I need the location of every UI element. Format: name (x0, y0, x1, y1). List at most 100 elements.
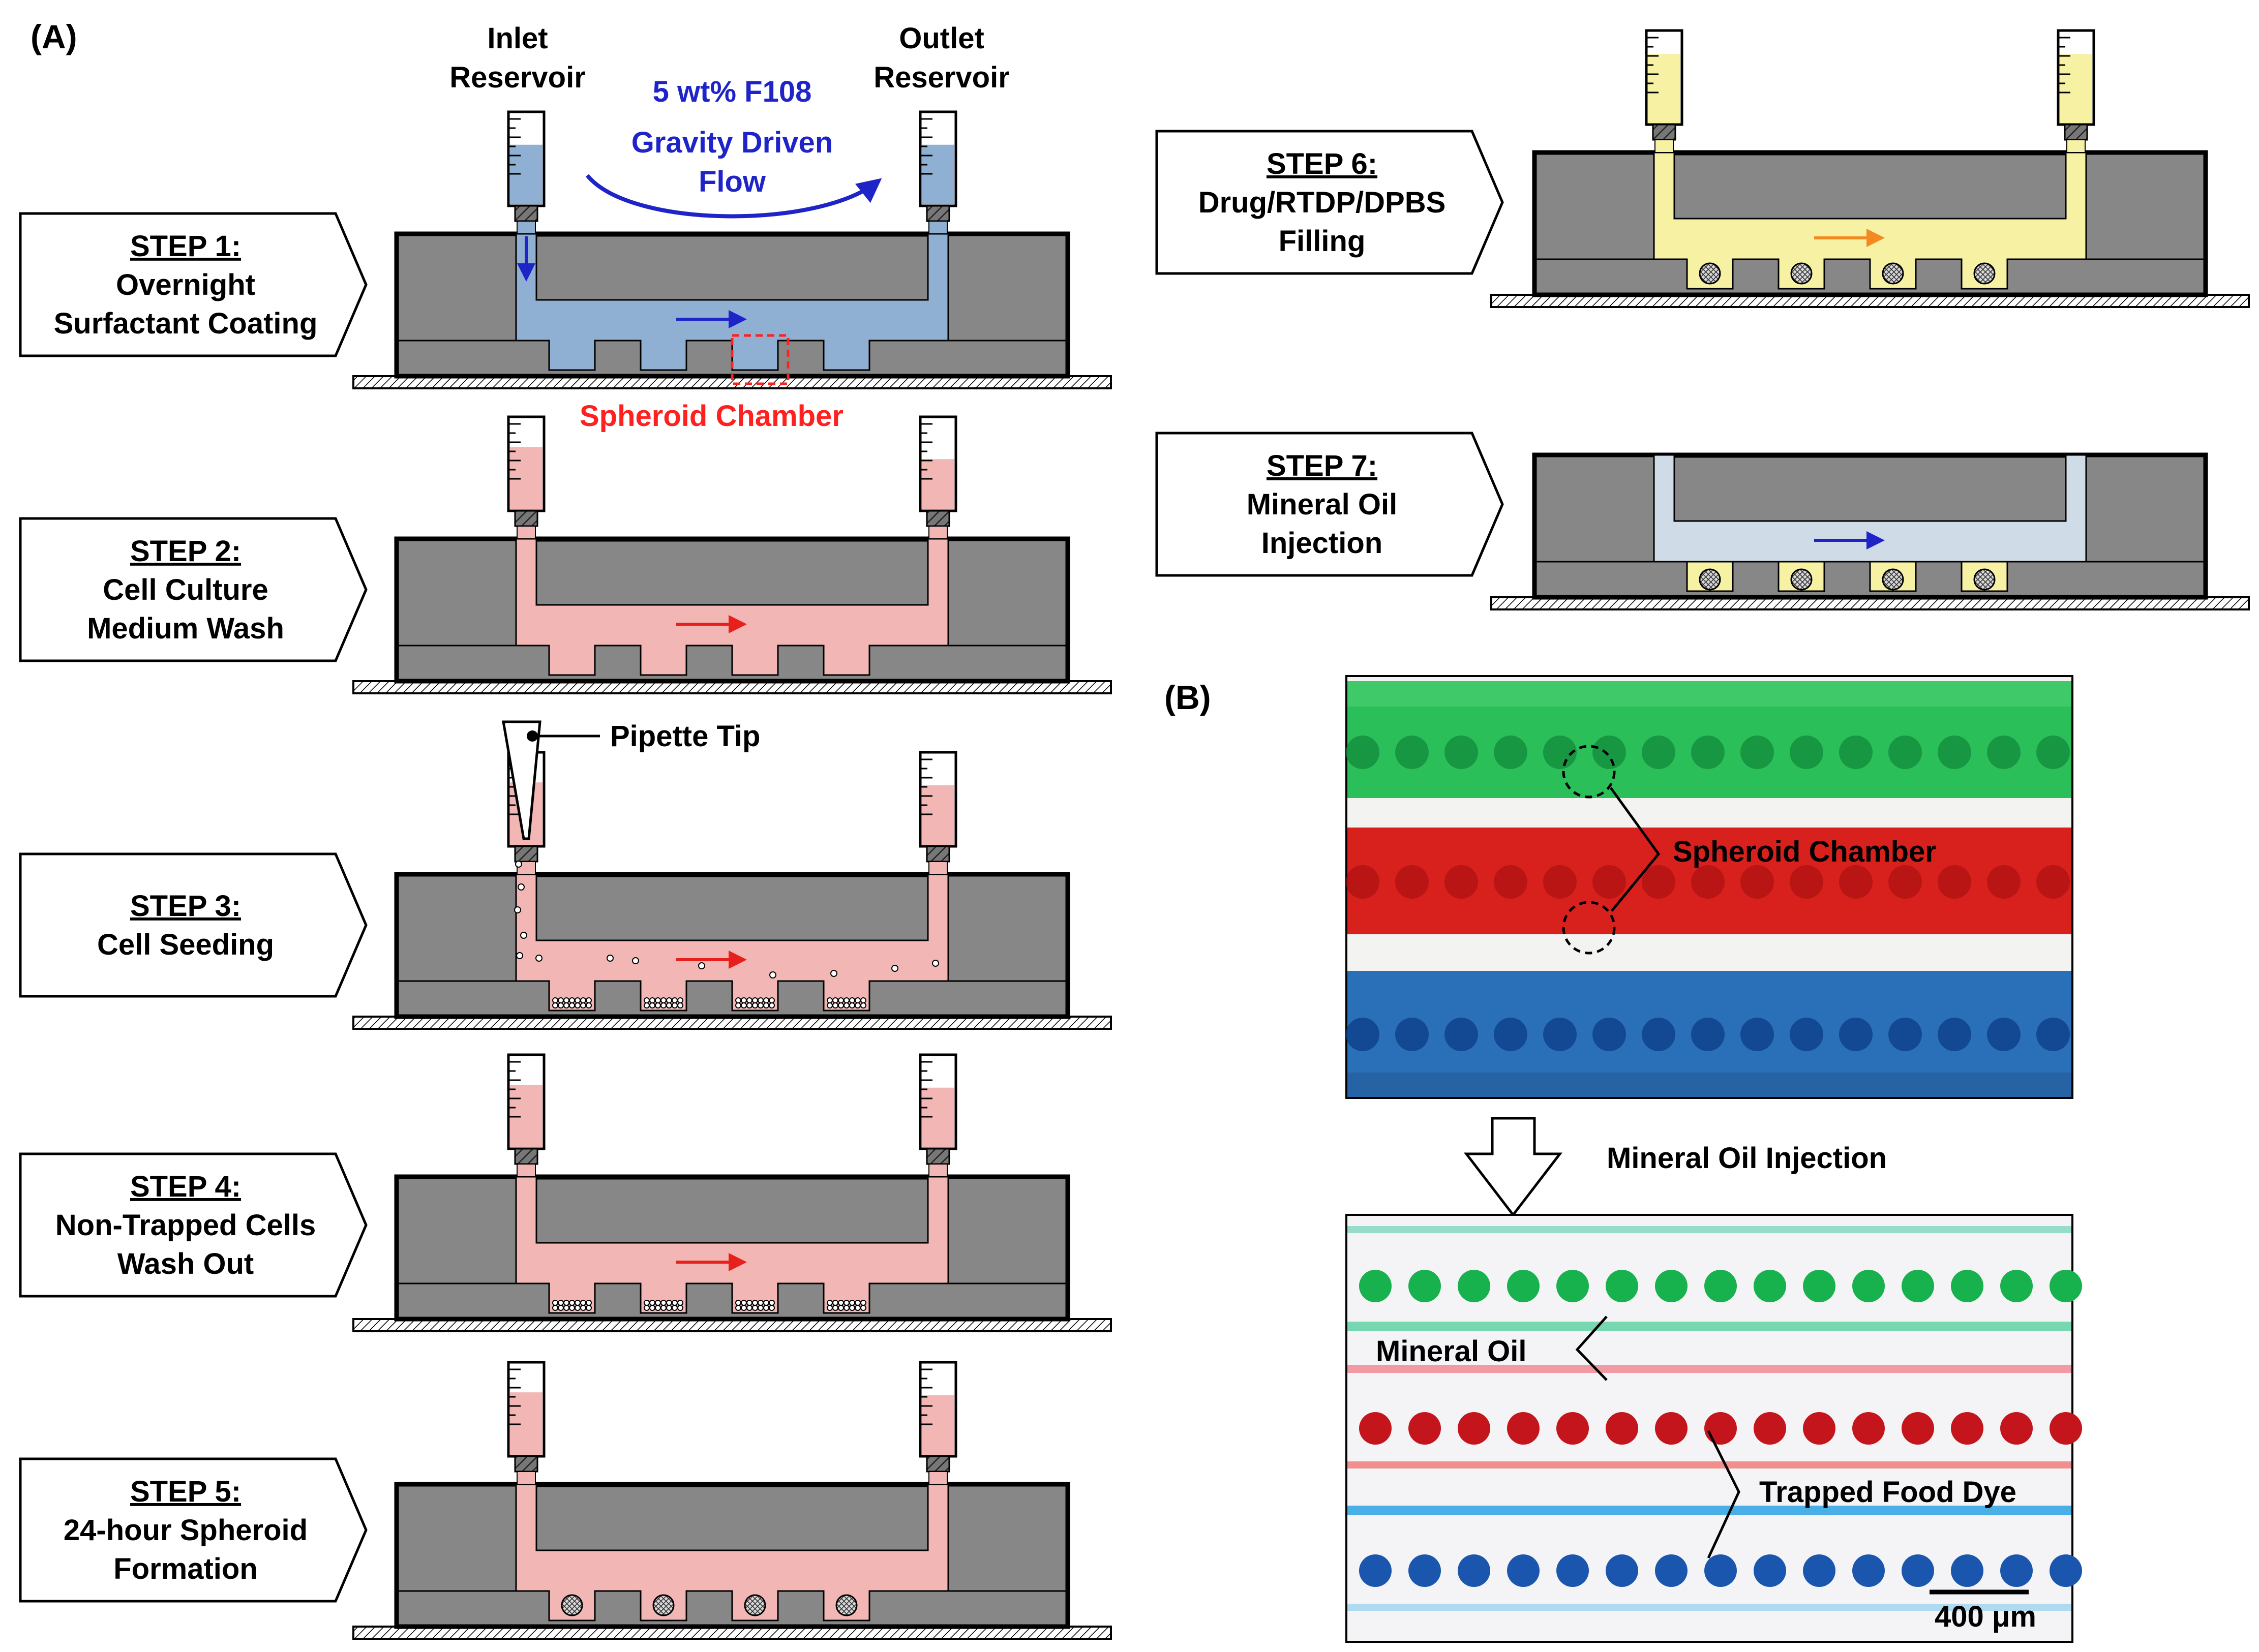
dye-dot (1543, 1018, 1577, 1051)
spheroid-chamber-label-a: Spheroid Chamber (580, 400, 844, 433)
dye-dot (1790, 1018, 1823, 1051)
dye-dot (1938, 1018, 1971, 1051)
seeded-cell (830, 970, 837, 977)
dye-dot (2036, 1018, 2070, 1051)
dye-dot (1359, 1412, 1392, 1445)
seeded-cell (769, 971, 776, 978)
step-7-title: STEP 7: (1267, 449, 1377, 482)
dye-dot (1346, 1018, 1379, 1051)
step-3-text: Cell Seeding (97, 928, 274, 961)
dye-dot (1592, 736, 1626, 769)
pipette-tip-label: Pipette Tip (610, 720, 760, 753)
seeded-cell (514, 906, 521, 913)
dye-dot (1543, 865, 1577, 899)
dye-dot (1754, 1412, 1786, 1445)
dye-dot (1852, 1554, 1885, 1587)
step-5-title: STEP 5: (130, 1475, 241, 1508)
seeded-cell (535, 955, 543, 962)
dye-dot (1444, 1018, 1478, 1051)
dye-dot (1740, 1018, 1774, 1051)
dye-dot (1606, 1554, 1638, 1587)
dye-dot (1987, 1018, 2021, 1051)
step-6-text: Filling (1279, 225, 1366, 258)
seeded-cell (520, 932, 527, 939)
dye-dot (1592, 865, 1626, 899)
dye-dot (1951, 1270, 1983, 1302)
spheroid-chamber-label-b: Spheroid Chamber (1673, 835, 1937, 868)
seeded-cell (698, 962, 705, 969)
dye-dot (1902, 1412, 1934, 1445)
dye-dot (1803, 1412, 1835, 1445)
dye-dot (1494, 865, 1527, 899)
step-2-text: Medium Wash (87, 612, 284, 645)
mineral-oil-label: Mineral Oil (1376, 1335, 1527, 1368)
dye-dot (2000, 1412, 2033, 1445)
dye-dot (1592, 1018, 1626, 1051)
dye-dot (1754, 1554, 1786, 1587)
dye-dot (1606, 1270, 1638, 1302)
step-4-device (352, 1053, 1112, 1332)
step-3-title: STEP 3: (130, 890, 241, 923)
dye-dot (2050, 1412, 2082, 1445)
dye-dot (1655, 1270, 1688, 1302)
trapped-dye-label: Trapped Food Dye (1759, 1476, 2016, 1509)
panel-b-letter: (B) (1164, 679, 1211, 716)
dye-dot (1790, 736, 1823, 769)
svg-text:Inlet: Inlet (487, 22, 548, 55)
dye-dot (1740, 736, 1774, 769)
dye-dot (1507, 1412, 1540, 1445)
dye-dot (1987, 865, 2021, 899)
dye-dot (1803, 1554, 1835, 1587)
seeded-cell (515, 861, 522, 868)
step-4-text: Wash Out (117, 1247, 254, 1280)
dye-dot (1556, 1412, 1589, 1445)
dye-dot (1444, 736, 1478, 769)
dye-dot (1642, 1018, 1675, 1051)
svg-text:Flow: Flow (699, 165, 766, 198)
dye-dot (2050, 1270, 2082, 1302)
step-7-text: Mineral Oil (1247, 488, 1398, 521)
step-2-text: Cell Culture (103, 573, 268, 606)
seeded-cell (607, 955, 614, 962)
svg-text:5 wt% F108: 5 wt% F108 (653, 75, 812, 108)
dye-dot (1507, 1270, 1540, 1302)
dye-dot (1852, 1270, 1885, 1302)
seeded-cell (932, 960, 939, 967)
dye-dot (1395, 865, 1429, 899)
dye-dot (1606, 1412, 1638, 1445)
dye-dot (1408, 1554, 1441, 1587)
scale-bar-label: 400 μm (1935, 1600, 2036, 1633)
step-1-text: Overnight (116, 268, 255, 301)
chamber-callout-bracket (1609, 787, 1661, 912)
step-5-text: Formation (113, 1552, 258, 1585)
dye-dot (1458, 1270, 1490, 1302)
step-6-text: Drug/RTDP/DPBS (1198, 186, 1446, 219)
seeded-cell (632, 957, 639, 964)
dye-dot (1359, 1270, 1392, 1302)
dye-dot (1951, 1554, 1983, 1587)
seeded-cell (518, 883, 525, 891)
step-3-device (352, 751, 1112, 1030)
step-2-title: STEP 2: (130, 535, 241, 568)
step-7-text: Injection (1261, 527, 1382, 560)
seeded-cell (516, 952, 523, 959)
step-2-device (352, 415, 1112, 694)
trapped-dye-callout (1707, 1430, 1740, 1559)
dye-dot (1754, 1270, 1786, 1302)
dye-dot (1790, 865, 1823, 899)
dye-dot (1507, 1554, 1540, 1587)
dye-dot (2036, 865, 2070, 899)
dye-dot (1444, 865, 1478, 899)
svg-text:Reservoir: Reservoir (449, 61, 586, 94)
dye-dot (1655, 1554, 1688, 1587)
dye-dot (1556, 1270, 1589, 1302)
dye-dot (1642, 736, 1675, 769)
outlet-reservoir-label: Outlet Reservoir (874, 22, 1010, 94)
dye-dot (1408, 1270, 1441, 1302)
step-3-label: STEP 3: Cell Seeding (19, 852, 368, 998)
